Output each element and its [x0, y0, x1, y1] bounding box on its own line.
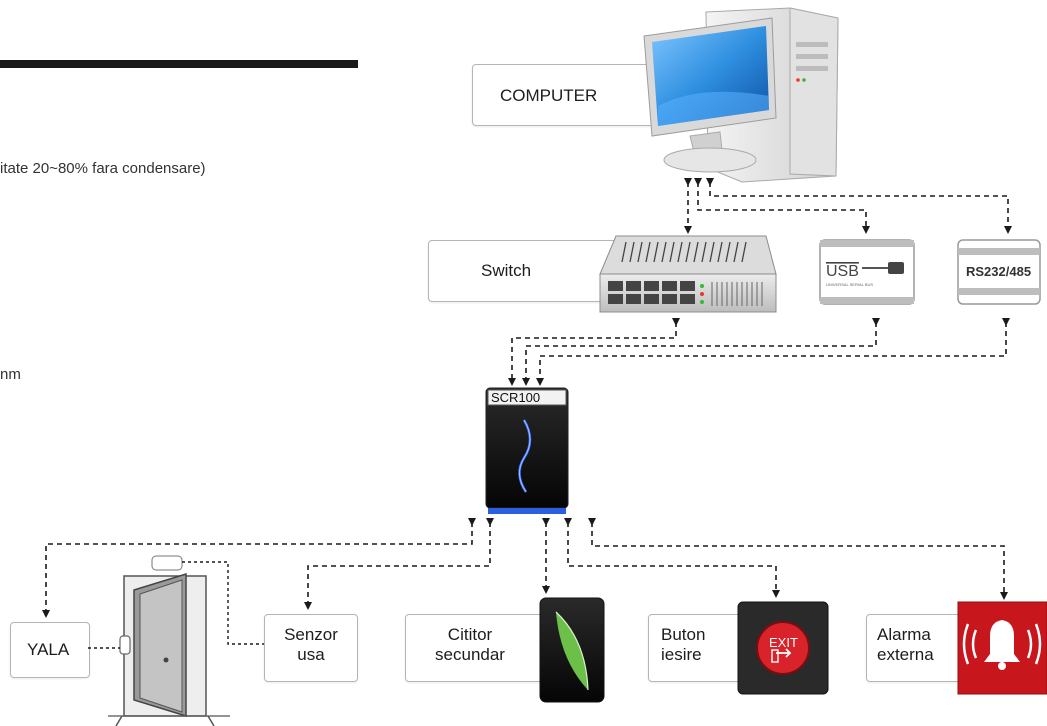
senzor-label-box: Senzor usa	[264, 614, 358, 682]
switch-label: Switch	[481, 261, 532, 280]
usb-logo-text: USB	[826, 263, 859, 280]
door-icon	[108, 555, 230, 726]
exit-button-icon: EXIT	[737, 601, 829, 695]
computer-label: COMPUTER	[500, 86, 598, 105]
cititor-label: Cititor secundar	[435, 625, 505, 664]
humidity-text-fragment: itate 20~80% fara condensare)	[0, 160, 206, 177]
alarma-label: Alarma externa	[877, 625, 934, 664]
senzor-label: Senzor usa	[284, 625, 338, 664]
header-rule	[0, 60, 358, 68]
computer-label-box: COMPUTER	[472, 64, 674, 126]
exit-label: EXIT	[769, 635, 798, 650]
buton-label: Buton iesire	[661, 625, 706, 664]
buton-label-box: Buton iesire	[648, 614, 750, 682]
scr100-reader-icon: SCR100	[485, 387, 569, 514]
switch-label-box: Switch	[428, 240, 630, 302]
connectors	[42, 178, 1012, 618]
rs232-icon: RS232/485	[957, 239, 1041, 305]
rs232-label: RS232/485	[966, 264, 1031, 279]
dimension-text-fragment: nm	[0, 366, 21, 383]
yala-label-box: YALA	[10, 622, 90, 678]
secondary-reader-icon	[539, 597, 605, 703]
switch-icon	[599, 235, 777, 313]
computer-icon	[643, 7, 839, 183]
alarm-bell-icon	[957, 601, 1047, 695]
door-wiring	[88, 561, 264, 649]
cititor-label-box: Cititor secundar	[405, 614, 547, 682]
yala-label: YALA	[27, 640, 70, 659]
reader-model-label: SCR100	[491, 390, 540, 405]
usb-icon: USB UNIVERSAL SERIAL BUS	[819, 239, 915, 305]
usb-subtitle: UNIVERSAL SERIAL BUS	[826, 282, 873, 287]
